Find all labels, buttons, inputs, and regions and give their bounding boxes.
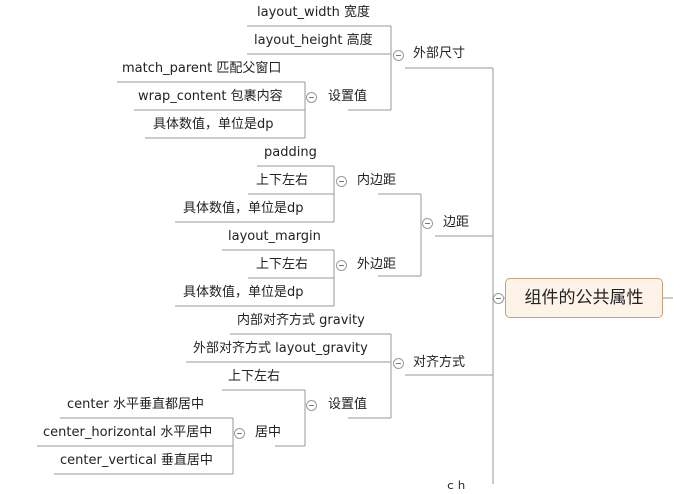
collapse-toggle-icon[interactable]	[306, 92, 317, 103]
topic-layout-width[interactable]: layout_width 宽度	[257, 5, 371, 20]
topic-gravity[interactable]: 内部对齐方式 gravity	[237, 313, 365, 328]
topic-margin-number[interactable]: 具体数值，单位是dp	[183, 285, 304, 300]
topic-wrap-content[interactable]: wrap_content 包裹内容	[138, 89, 283, 104]
topic-padding-attr[interactable]: padding	[264, 145, 317, 160]
root-topic[interactable]: 组件的公共属性	[505, 278, 663, 318]
collapse-toggle-icon[interactable]	[393, 358, 404, 369]
topic-align-dirs[interactable]: 上下左右	[228, 369, 281, 384]
topic-padding-number[interactable]: 具体数值，单位是dp	[183, 201, 304, 216]
topic-spacing[interactable]: 边距	[443, 215, 470, 230]
topic-cut-off[interactable]: ｃｈ	[445, 479, 467, 492]
topic-match-parent[interactable]: match_parent 匹配父窗口	[122, 61, 282, 76]
topic-padding-dirs[interactable]: 上下左右	[256, 173, 309, 188]
collapse-toggle-icon[interactable]	[234, 428, 245, 439]
topic-margin-attr[interactable]: layout_margin	[228, 229, 321, 244]
connector-lines	[37, 25, 673, 484]
collapse-toggle-icon[interactable]	[393, 50, 404, 61]
topic-margin-dirs[interactable]: 上下左右	[256, 257, 309, 272]
collapse-toggle-icon[interactable]	[422, 218, 433, 229]
topic-size-values[interactable]: 设置值	[328, 89, 368, 104]
collapse-toggle-icon[interactable]	[493, 293, 504, 304]
topic-layout-height[interactable]: layout_height 高度	[254, 33, 373, 48]
collapse-toggle-icon[interactable]	[306, 400, 317, 411]
topic-alignment[interactable]: 对齐方式	[413, 355, 466, 370]
topic-margin[interactable]: 外边距	[357, 257, 397, 272]
topic-outer-size[interactable]: 外部尺寸	[413, 46, 466, 61]
topic-center-horizontal[interactable]: center_horizontal 水平居中	[43, 425, 213, 440]
topic-size-number[interactable]: 具体数值，单位是dp	[153, 117, 274, 132]
topic-layout-gravity[interactable]: 外部对齐方式 layout_gravity	[193, 341, 368, 356]
topic-align-values[interactable]: 设置值	[328, 397, 368, 412]
collapse-toggle-icon[interactable]	[336, 176, 347, 187]
collapse-toggle-icon[interactable]	[336, 260, 347, 271]
topic-center[interactable]: 居中	[255, 425, 282, 440]
topic-center-vertical[interactable]: center_vertical 垂直居中	[60, 453, 213, 468]
topic-center-both[interactable]: center 水平垂直都居中	[67, 397, 204, 412]
topic-padding[interactable]: 内边距	[357, 173, 397, 188]
